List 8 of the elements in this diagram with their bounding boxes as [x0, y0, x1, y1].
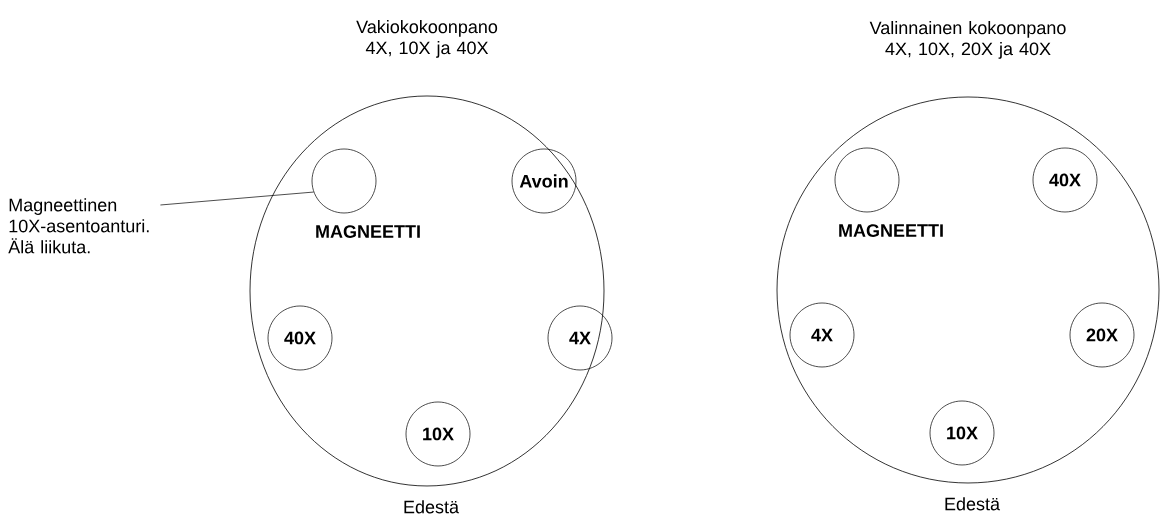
heading: Valinnainen kokoonpano 4X, 10X, 20X ja 40X	[869, 21, 1066, 59]
node-label: MAGNEETTI	[839, 224, 943, 237]
callout-text: Magneettinen 10X-asentoanturi. Älä liikuta.	[8, 198, 149, 254]
heading: Vakiokokoonpano 4X, 10X ja 40X	[356, 20, 498, 58]
node-label: Edestä	[945, 497, 1000, 511]
node-label: Edestä	[404, 500, 459, 514]
leader-line	[160, 191, 314, 206]
node-label: MAGNEETTI	[316, 225, 420, 238]
